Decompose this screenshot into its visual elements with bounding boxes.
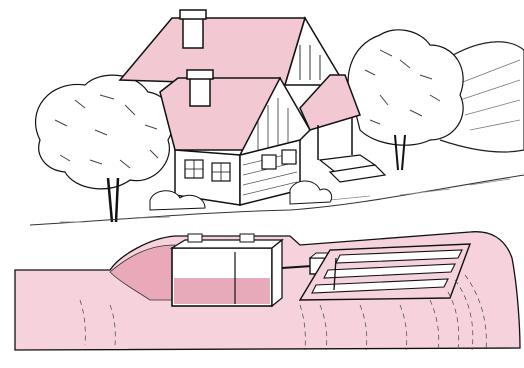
septic-tank-icon bbox=[172, 234, 282, 306]
hill-hatch bbox=[455, 60, 520, 130]
shrub-right bbox=[290, 181, 332, 204]
tree-right bbox=[348, 30, 463, 170]
